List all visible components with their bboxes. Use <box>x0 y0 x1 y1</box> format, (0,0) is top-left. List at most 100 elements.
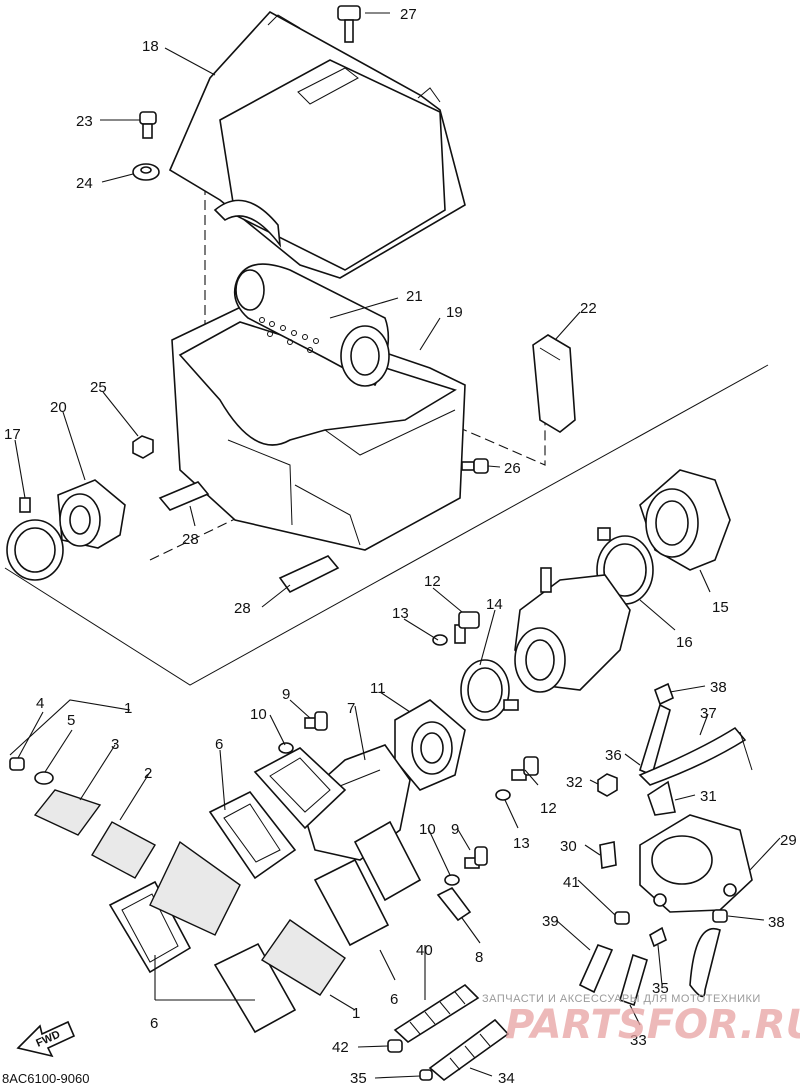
callout-28-lower: 28 <box>234 600 251 617</box>
callout-4: 4 <box>36 695 44 712</box>
callout-8: 8 <box>475 949 483 966</box>
watermark-logo: PARTSFOR.RU <box>505 1002 800 1048</box>
callout-12-upper: 12 <box>424 573 441 590</box>
spacer-30 <box>599 841 617 869</box>
callout-30: 30 <box>560 838 577 855</box>
callout-10-upper: 10 <box>250 706 267 723</box>
hose-u-bend <box>689 927 721 998</box>
callout-39: 39 <box>542 913 559 930</box>
clip-42 <box>387 1039 403 1053</box>
callout-6-lower: 6 <box>150 1015 158 1032</box>
callout-6-upper: 6 <box>215 736 223 753</box>
callout-33: 33 <box>630 1032 647 1049</box>
screw-26 <box>461 458 489 474</box>
clamp-41 <box>614 911 630 925</box>
bracket-31 <box>647 780 676 816</box>
bolt-9-upper <box>304 711 328 731</box>
watermark: ЗАПЧАСТИ И АКСЕССУАРЫ ДЛЯ МОТОТЕХНИКИ PA… <box>482 993 800 1048</box>
nut-32 <box>597 773 618 797</box>
callout-20: 20 <box>50 399 67 416</box>
hose-33 <box>619 953 648 1007</box>
callout-17: 17 <box>4 426 21 443</box>
reed-stopper-2 <box>91 821 156 879</box>
callout-2: 2 <box>144 765 152 782</box>
callout-24: 24 <box>76 175 93 192</box>
bolt-9-lower <box>464 846 488 869</box>
hose-38-upper <box>654 682 674 706</box>
callout-36: 36 <box>605 747 622 764</box>
airbox-case <box>171 304 466 551</box>
reed-valve-1-lower <box>260 919 346 996</box>
pad-28-upper <box>158 481 210 511</box>
hose-40 <box>393 983 480 1044</box>
drawing-code: 8AC6100-9060 <box>2 1071 89 1085</box>
callout-labels: 27 18 23 24 21 19 22 25 20 17 26 28 28 1… <box>4 6 797 1085</box>
callout-42: 42 <box>332 1039 349 1056</box>
intake-tube-22 <box>532 334 576 433</box>
washer-10-lower <box>444 874 460 886</box>
callout-19: 19 <box>446 304 463 321</box>
air-cleaner-element <box>233 263 390 387</box>
callout-34: 34 <box>498 1070 515 1085</box>
clip-35-upper <box>649 926 667 948</box>
callout-37: 37 <box>700 705 717 722</box>
callout-12-lower: 12 <box>540 800 557 817</box>
carburetor-joint-manifold <box>514 567 631 693</box>
callout-10-lower: 10 <box>419 821 436 838</box>
washer-10-upper <box>278 742 294 754</box>
callout-3: 3 <box>111 736 119 753</box>
washer-5 <box>34 771 54 785</box>
hose-37 <box>638 726 753 786</box>
callout-35-upper: 35 <box>652 980 669 997</box>
callout-6-right: 6 <box>390 991 398 1008</box>
intake-manifold-11 <box>394 699 466 791</box>
clip-35-lower <box>419 1069 433 1081</box>
callout-22: 22 <box>580 300 597 317</box>
callout-28-upper: 28 <box>182 531 199 548</box>
washer-24 <box>132 163 160 181</box>
callout-5: 5 <box>67 712 75 729</box>
plate-8 <box>436 886 472 922</box>
callout-27: 27 <box>400 6 417 23</box>
screw-4 <box>9 757 25 771</box>
callout-7: 7 <box>347 700 355 717</box>
hose-39 <box>578 943 614 994</box>
callout-41: 41 <box>563 874 580 891</box>
fwd-arrow: FWD <box>16 1020 76 1058</box>
bolt-12-lower <box>511 756 539 781</box>
callout-13-upper: 13 <box>392 605 409 622</box>
callout-11: 11 <box>370 680 386 697</box>
gaskets-6-upper <box>253 747 347 830</box>
callout-18: 18 <box>142 38 159 55</box>
bolt-27 <box>337 5 361 43</box>
callout-38-lower: 38 <box>768 914 785 931</box>
callout-14: 14 <box>486 596 503 613</box>
callout-21: 21 <box>406 288 423 305</box>
callout-23: 23 <box>76 113 93 130</box>
callout-9-lower: 9 <box>451 821 459 838</box>
watermark-caption: ЗАПЧАСТИ И АКСЕССУАРЫ ДЛЯ МОТОТЕХНИКИ <box>482 993 761 1005</box>
callout-15: 15 <box>712 599 729 616</box>
bolt-12-upper <box>454 611 480 644</box>
washer-13-lower <box>495 789 511 801</box>
screw-23 <box>139 111 157 139</box>
leader-lines <box>9 12 781 1079</box>
reed-petal-3 <box>33 789 102 836</box>
callout-9-upper: 9 <box>282 686 290 703</box>
joint-20 <box>57 479 126 549</box>
nut-25 <box>132 435 154 459</box>
washer-13-upper <box>432 634 448 646</box>
callout-1-upper: 1 <box>124 700 132 717</box>
callout-25: 25 <box>90 379 107 396</box>
callout-16: 16 <box>676 634 693 651</box>
gaskets-6-middle <box>208 790 422 902</box>
callout-35-lower: 35 <box>350 1070 367 1085</box>
callout-38-upper: 38 <box>710 679 727 696</box>
airbox-cover <box>168 10 466 279</box>
joint-15 <box>639 469 731 571</box>
callout-31: 31 <box>700 788 717 805</box>
clamp-17 <box>6 497 64 581</box>
hose-34 <box>428 1018 510 1082</box>
fuel-pump-29 <box>639 814 753 913</box>
